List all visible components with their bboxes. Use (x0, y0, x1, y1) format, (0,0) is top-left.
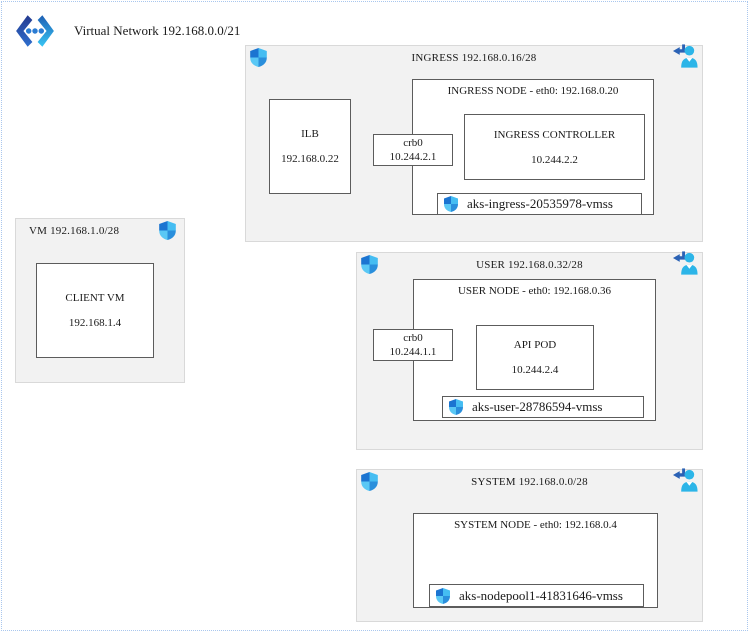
user-node-title: USER NODE - eth0: 192.168.0.36 (457, 285, 612, 297)
nsg-shield-icon (444, 196, 458, 212)
system-vmss-label: aks-nodepool1-41831646-vmss (459, 587, 623, 603)
virtual-network-icon (14, 13, 56, 49)
user-node-box: USER NODE - eth0: 192.168.0.36 API POD 1… (413, 279, 656, 421)
vnet-label: Virtual Network 192.168.0.0/21 (74, 23, 241, 38)
subnet-ingress: INGRESS 192.168.0.16/28 ILB 192.168.0.22… (245, 45, 703, 242)
subnet-user-title: USER 192.168.0.32/28 (476, 259, 583, 271)
subnet-system-title: SYSTEM 192.168.0.0/28 (471, 476, 588, 488)
system-node-title: SYSTEM NODE - eth0: 192.168.0.4 (454, 519, 617, 531)
nsg-shield-icon (449, 399, 463, 415)
ingress-bridge-name: crb0 (403, 137, 423, 149)
client-vm-name: CLIENT VM (65, 292, 125, 304)
ingress-bridge-ip: 10.244.2.1 (389, 151, 437, 163)
subnet-system: SYSTEM 192.168.0.0/28 SYSTEM NODE - eth0… (356, 469, 703, 622)
ilb-ip: 192.168.0.22 (281, 153, 339, 165)
api-pod-ip: 10.244.2.4 (511, 364, 559, 376)
user-bridge-ip: 10.244.1.1 (389, 346, 437, 358)
user-login-icon (672, 467, 699, 493)
ilb-name: ILB (301, 128, 319, 140)
subnet-vm-title: VM 192.168.1.0/28 (29, 225, 120, 237)
user-login-icon (672, 43, 699, 69)
vnet-header: Virtual Network 192.168.0.0/21 (14, 13, 240, 49)
user-login-icon (672, 250, 699, 276)
user-vmss-box: aks-user-28786594-vmss (442, 396, 644, 418)
ingress-node-title: INGRESS NODE - eth0: 192.168.0.20 (447, 85, 619, 97)
user-bridge-name: crb0 (403, 332, 423, 344)
system-vmss-box: aks-nodepool1-41831646-vmss (429, 584, 644, 607)
api-pod-box: API POD 10.244.2.4 (476, 325, 594, 390)
ingress-controller-name: INGRESS CONTROLLER (493, 128, 616, 141)
api-pod-name: API POD (513, 339, 557, 351)
ingress-controller-box: INGRESS CONTROLLER 10.244.2.2 (464, 114, 645, 180)
client-vm-box: CLIENT VM 192.168.1.4 (36, 263, 154, 358)
subnet-vm: VM 192.168.1.0/28 CLIENT VM 192.168.1.4 (15, 218, 185, 383)
ingress-bridge-box: crb0 10.244.2.1 (373, 134, 453, 166)
user-bridge-box: crb0 10.244.1.1 (373, 329, 453, 361)
nsg-shield-icon (159, 221, 176, 240)
ingress-controller-ip: 10.244.2.2 (531, 153, 578, 166)
subnet-ingress-title: INGRESS 192.168.0.16/28 (411, 52, 537, 64)
ingress-vmss-box: aks-ingress-20535978-vmss (437, 193, 642, 215)
subnet-user: USER 192.168.0.32/28 USER NODE - eth0: 1… (356, 252, 703, 450)
client-vm-ip: 192.168.1.4 (68, 317, 122, 329)
system-node-box: SYSTEM NODE - eth0: 192.168.0.4 aks-node… (413, 513, 658, 608)
ingress-node-box: INGRESS NODE - eth0: 192.168.0.20 INGRES… (412, 79, 654, 215)
ingress-vmss-label: aks-ingress-20535978-vmss (467, 196, 613, 211)
nsg-shield-icon (436, 588, 450, 604)
ilb-box: ILB 192.168.0.22 (269, 99, 351, 194)
user-vmss-label: aks-user-28786594-vmss (472, 399, 603, 414)
